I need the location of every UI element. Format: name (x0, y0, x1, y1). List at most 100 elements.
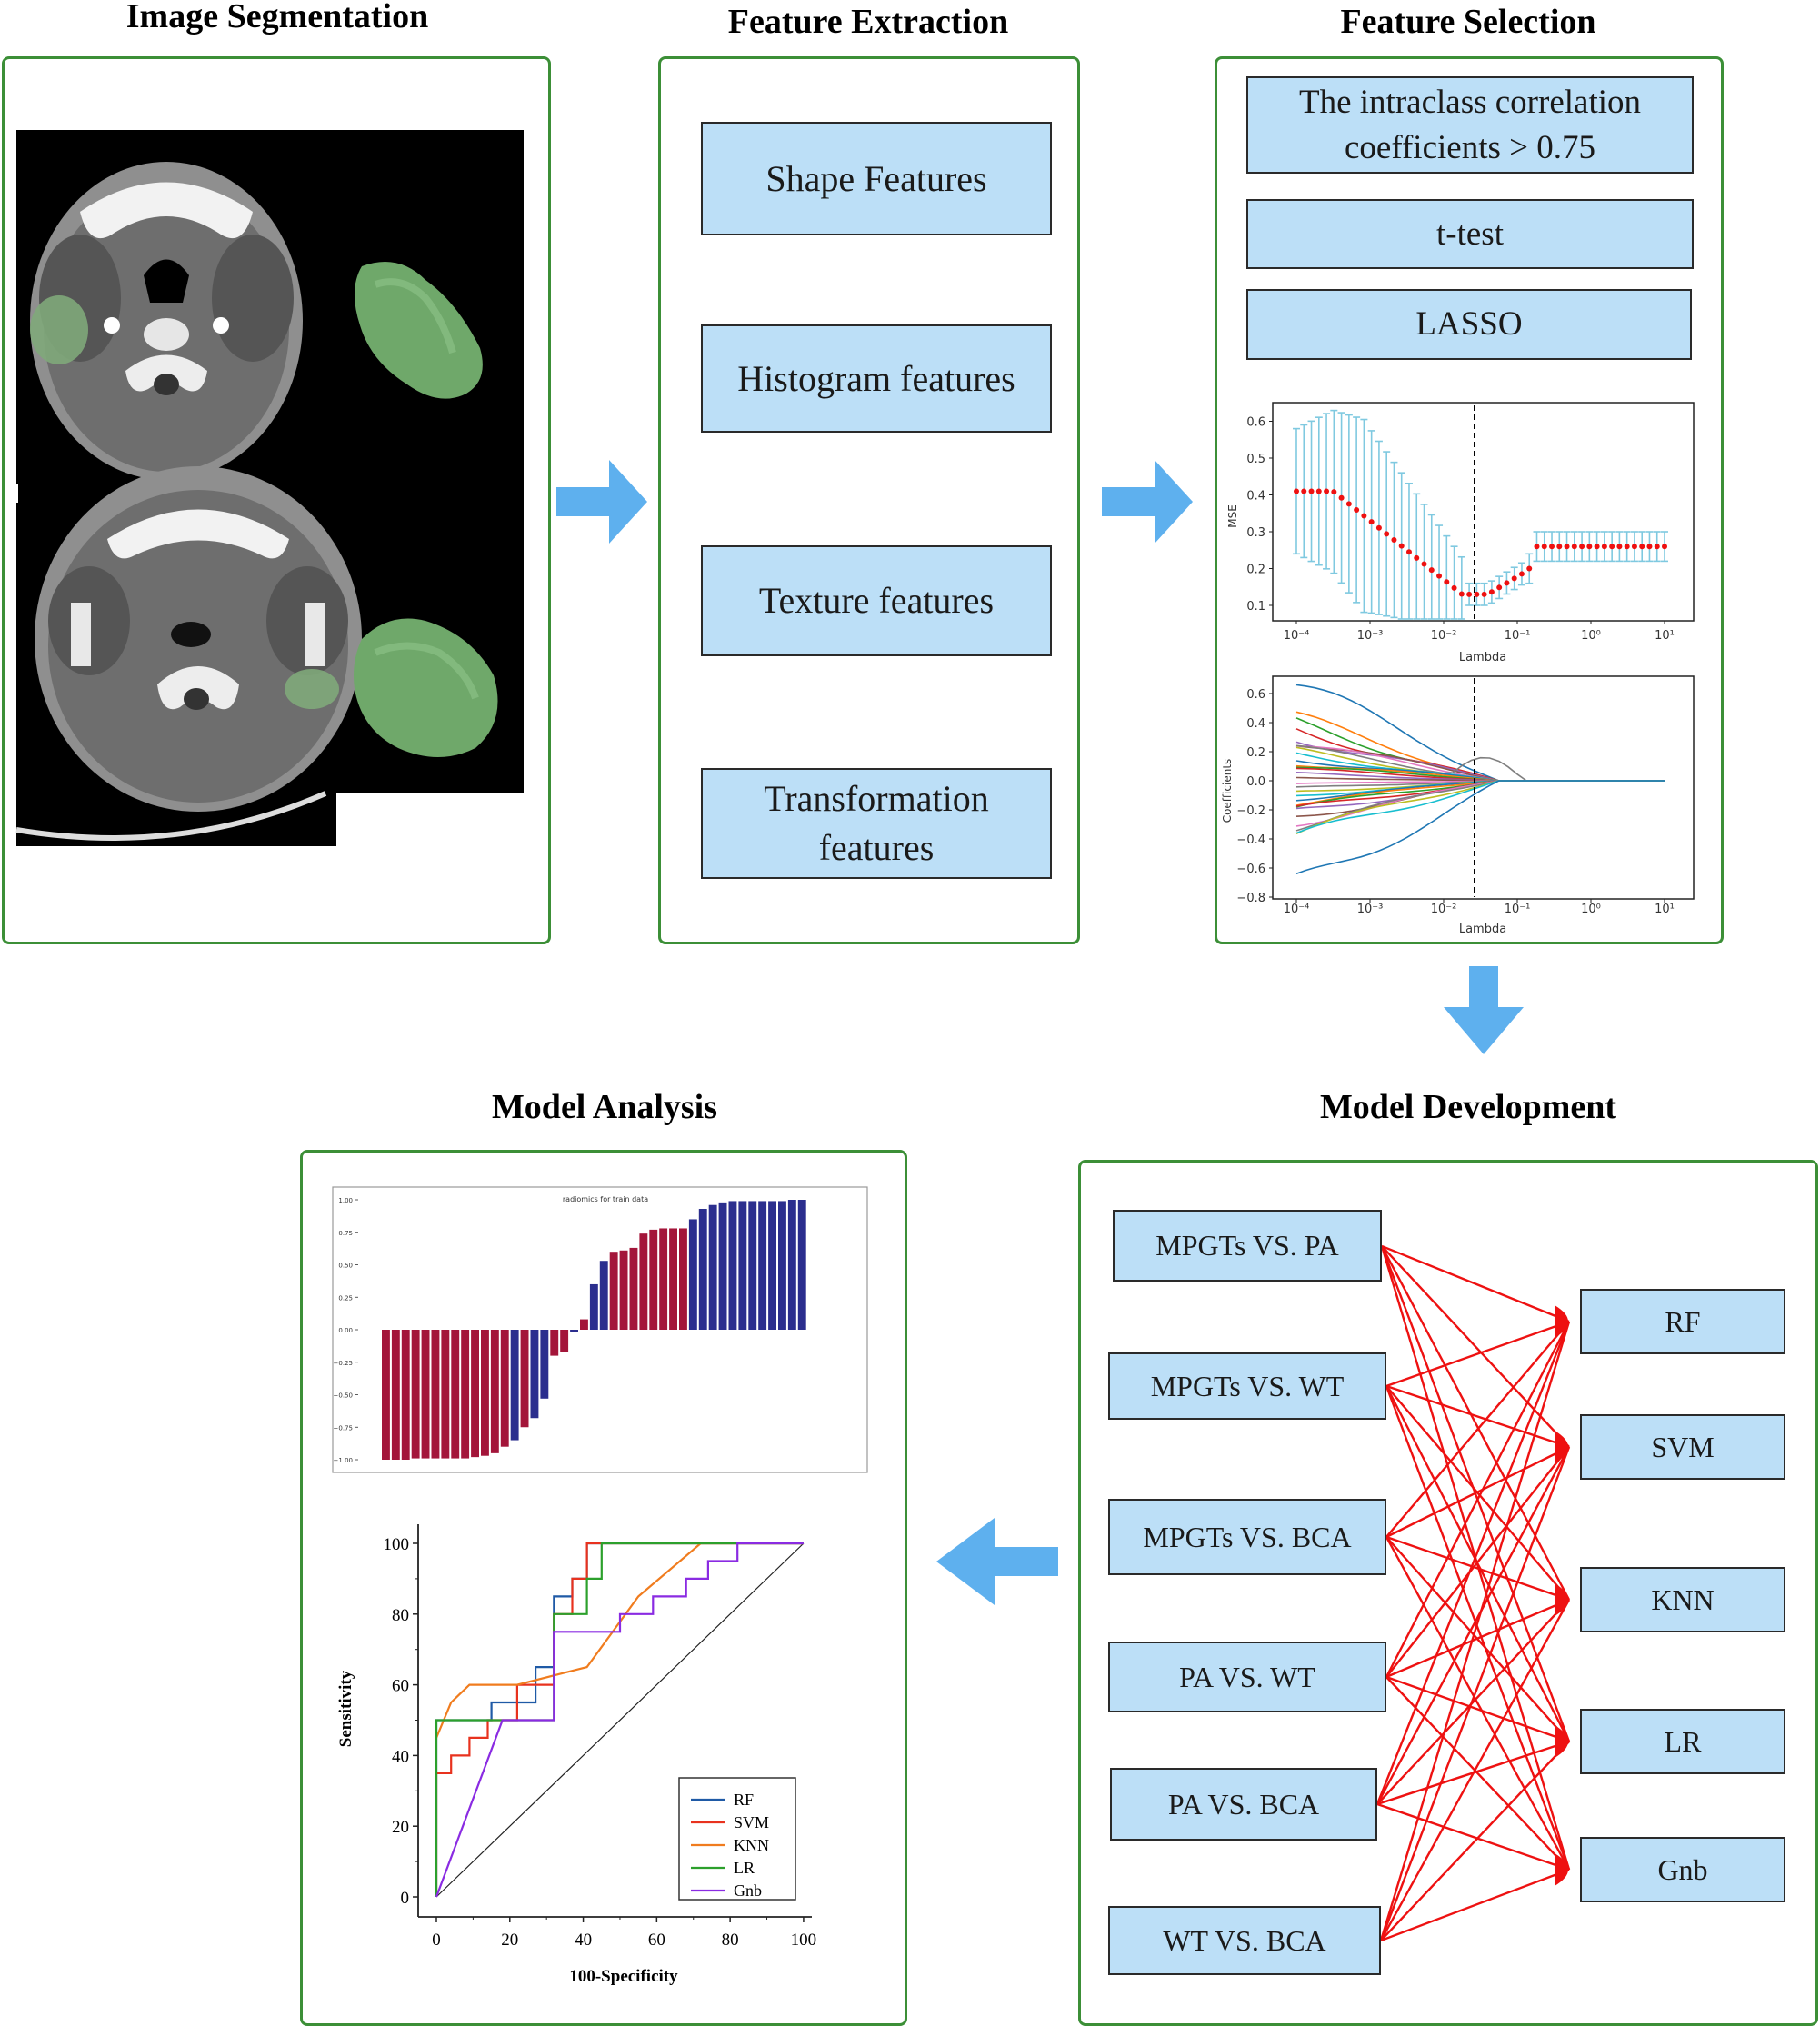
mse-point (1601, 544, 1607, 550)
coef-xtick-label: 10⁻² (1431, 903, 1457, 916)
connection-edge (1379, 1321, 1571, 1941)
coef-xtick-label: 10¹ (1655, 903, 1675, 916)
bar-chart-title: radiomics for train data (563, 1195, 648, 1203)
bar-ytick-label: −1.00 (334, 1457, 353, 1464)
bar (481, 1330, 489, 1456)
ct-slice-upper (30, 162, 303, 480)
coef-xtick-label: 10⁰ (1581, 903, 1601, 916)
mse-point (1458, 591, 1465, 597)
connection-edge (1385, 1320, 1570, 1388)
connection-edge (1375, 1446, 1571, 1805)
roc-ylabel: Sensitivity (336, 1670, 355, 1747)
mse-point (1488, 589, 1495, 595)
bar (718, 1202, 727, 1330)
mse-point (1384, 531, 1390, 537)
bar-ytick-label: −0.25 (334, 1360, 353, 1367)
radiomics-bar-chart: radiomics for train data 1.000.750.500.2… (332, 1186, 868, 1473)
mse-point (1436, 573, 1443, 579)
mse-point (1308, 488, 1315, 494)
mse-point (1662, 544, 1667, 550)
mse-xtick-label: 10⁻¹ (1505, 629, 1531, 643)
mse-point (1564, 544, 1570, 550)
bar (629, 1247, 638, 1330)
coef-line (1295, 780, 1665, 874)
bar (619, 1250, 628, 1330)
coef-ytick-label: 0.4 (1246, 717, 1265, 731)
mse-xtick-label: 10¹ (1655, 629, 1675, 643)
comparison-pa-wt: PA VS. WT (1108, 1642, 1386, 1712)
legend-label: LR (734, 1859, 755, 1877)
arrowhead-icon (1555, 1853, 1568, 1886)
coef-xlabel: Lambda (1459, 923, 1506, 936)
mse-point (1414, 554, 1420, 561)
roc-xtick-label: 40 (575, 1931, 592, 1950)
connection-edge (1376, 1802, 1570, 1871)
roc-curve-gnb (435, 1542, 804, 1898)
mse-point (1541, 544, 1547, 550)
coef-ytick-label: 0.2 (1246, 746, 1265, 760)
bar (520, 1330, 529, 1428)
bar (768, 1201, 776, 1330)
coef-xtick-label: 10⁻³ (1357, 903, 1384, 916)
bar (490, 1330, 499, 1453)
roc-curve-knn (435, 1542, 804, 1739)
bar (580, 1319, 588, 1330)
bar (441, 1330, 450, 1459)
bar (748, 1201, 757, 1330)
model-rf: RF (1580, 1289, 1785, 1354)
selection-step-ttest: t-test (1246, 199, 1694, 269)
bar (451, 1330, 460, 1459)
mse-point (1481, 591, 1487, 597)
bar (639, 1233, 648, 1330)
connection-edge (1376, 1599, 1570, 1805)
title-development: Model Development (1319, 1088, 1617, 1126)
bar (708, 1204, 717, 1330)
mse-point (1368, 519, 1375, 525)
mse-point (1354, 506, 1360, 513)
bar-ytick-label: 0.00 (338, 1327, 353, 1334)
connection-edge (1381, 1245, 1570, 1448)
bar (391, 1330, 400, 1460)
roc-xtick-label: 100 (791, 1931, 817, 1950)
bar (738, 1201, 747, 1330)
comparison-mpgts-wt: MPGTs VS. WT (1108, 1352, 1386, 1420)
title-segmentation: Image Segmentation (125, 0, 429, 35)
mse-point (1466, 591, 1473, 597)
roc-ytick-label: 60 (392, 1677, 409, 1696)
mse-point (1646, 544, 1653, 550)
mse-point (1301, 488, 1307, 494)
mse-point (1391, 537, 1397, 544)
ct-slices-drawing (15, 130, 524, 846)
connection-edge (1381, 1244, 1570, 1323)
mse-point (1609, 544, 1615, 550)
mse-ytick-label: 0.2 (1246, 564, 1265, 577)
roc-ytick-label: 0 (401, 1889, 410, 1908)
arrowhead-icon (1555, 1725, 1568, 1758)
bar (461, 1330, 470, 1459)
bar (599, 1261, 608, 1330)
legend-label: Gnb (734, 1881, 762, 1900)
connection-edge (1380, 1868, 1570, 1942)
bar (550, 1330, 559, 1356)
selection-step-lasso: LASSO (1246, 289, 1692, 360)
connection-edge (1380, 1245, 1571, 1601)
bar-ytick-label: −0.75 (334, 1424, 353, 1432)
mse-ytick-label: 0.5 (1246, 453, 1265, 466)
bar (679, 1228, 687, 1330)
mse-point (1579, 544, 1585, 550)
mse-ytick-label: 0.4 (1246, 490, 1265, 504)
coef-xtick-label: 10⁻¹ (1505, 903, 1531, 916)
lesion-3d-upper (354, 262, 483, 399)
mse-point (1421, 561, 1427, 567)
mse-point (1398, 543, 1405, 549)
bar-ytick-label: 0.25 (338, 1294, 353, 1302)
connection-edge (1380, 1741, 1570, 1941)
mse-xtick-label: 10⁰ (1581, 629, 1601, 643)
mse-point (1654, 544, 1660, 550)
mse-point (1639, 544, 1645, 550)
bar (589, 1283, 598, 1330)
mse-point (1315, 488, 1322, 494)
mse-point (1444, 579, 1450, 585)
